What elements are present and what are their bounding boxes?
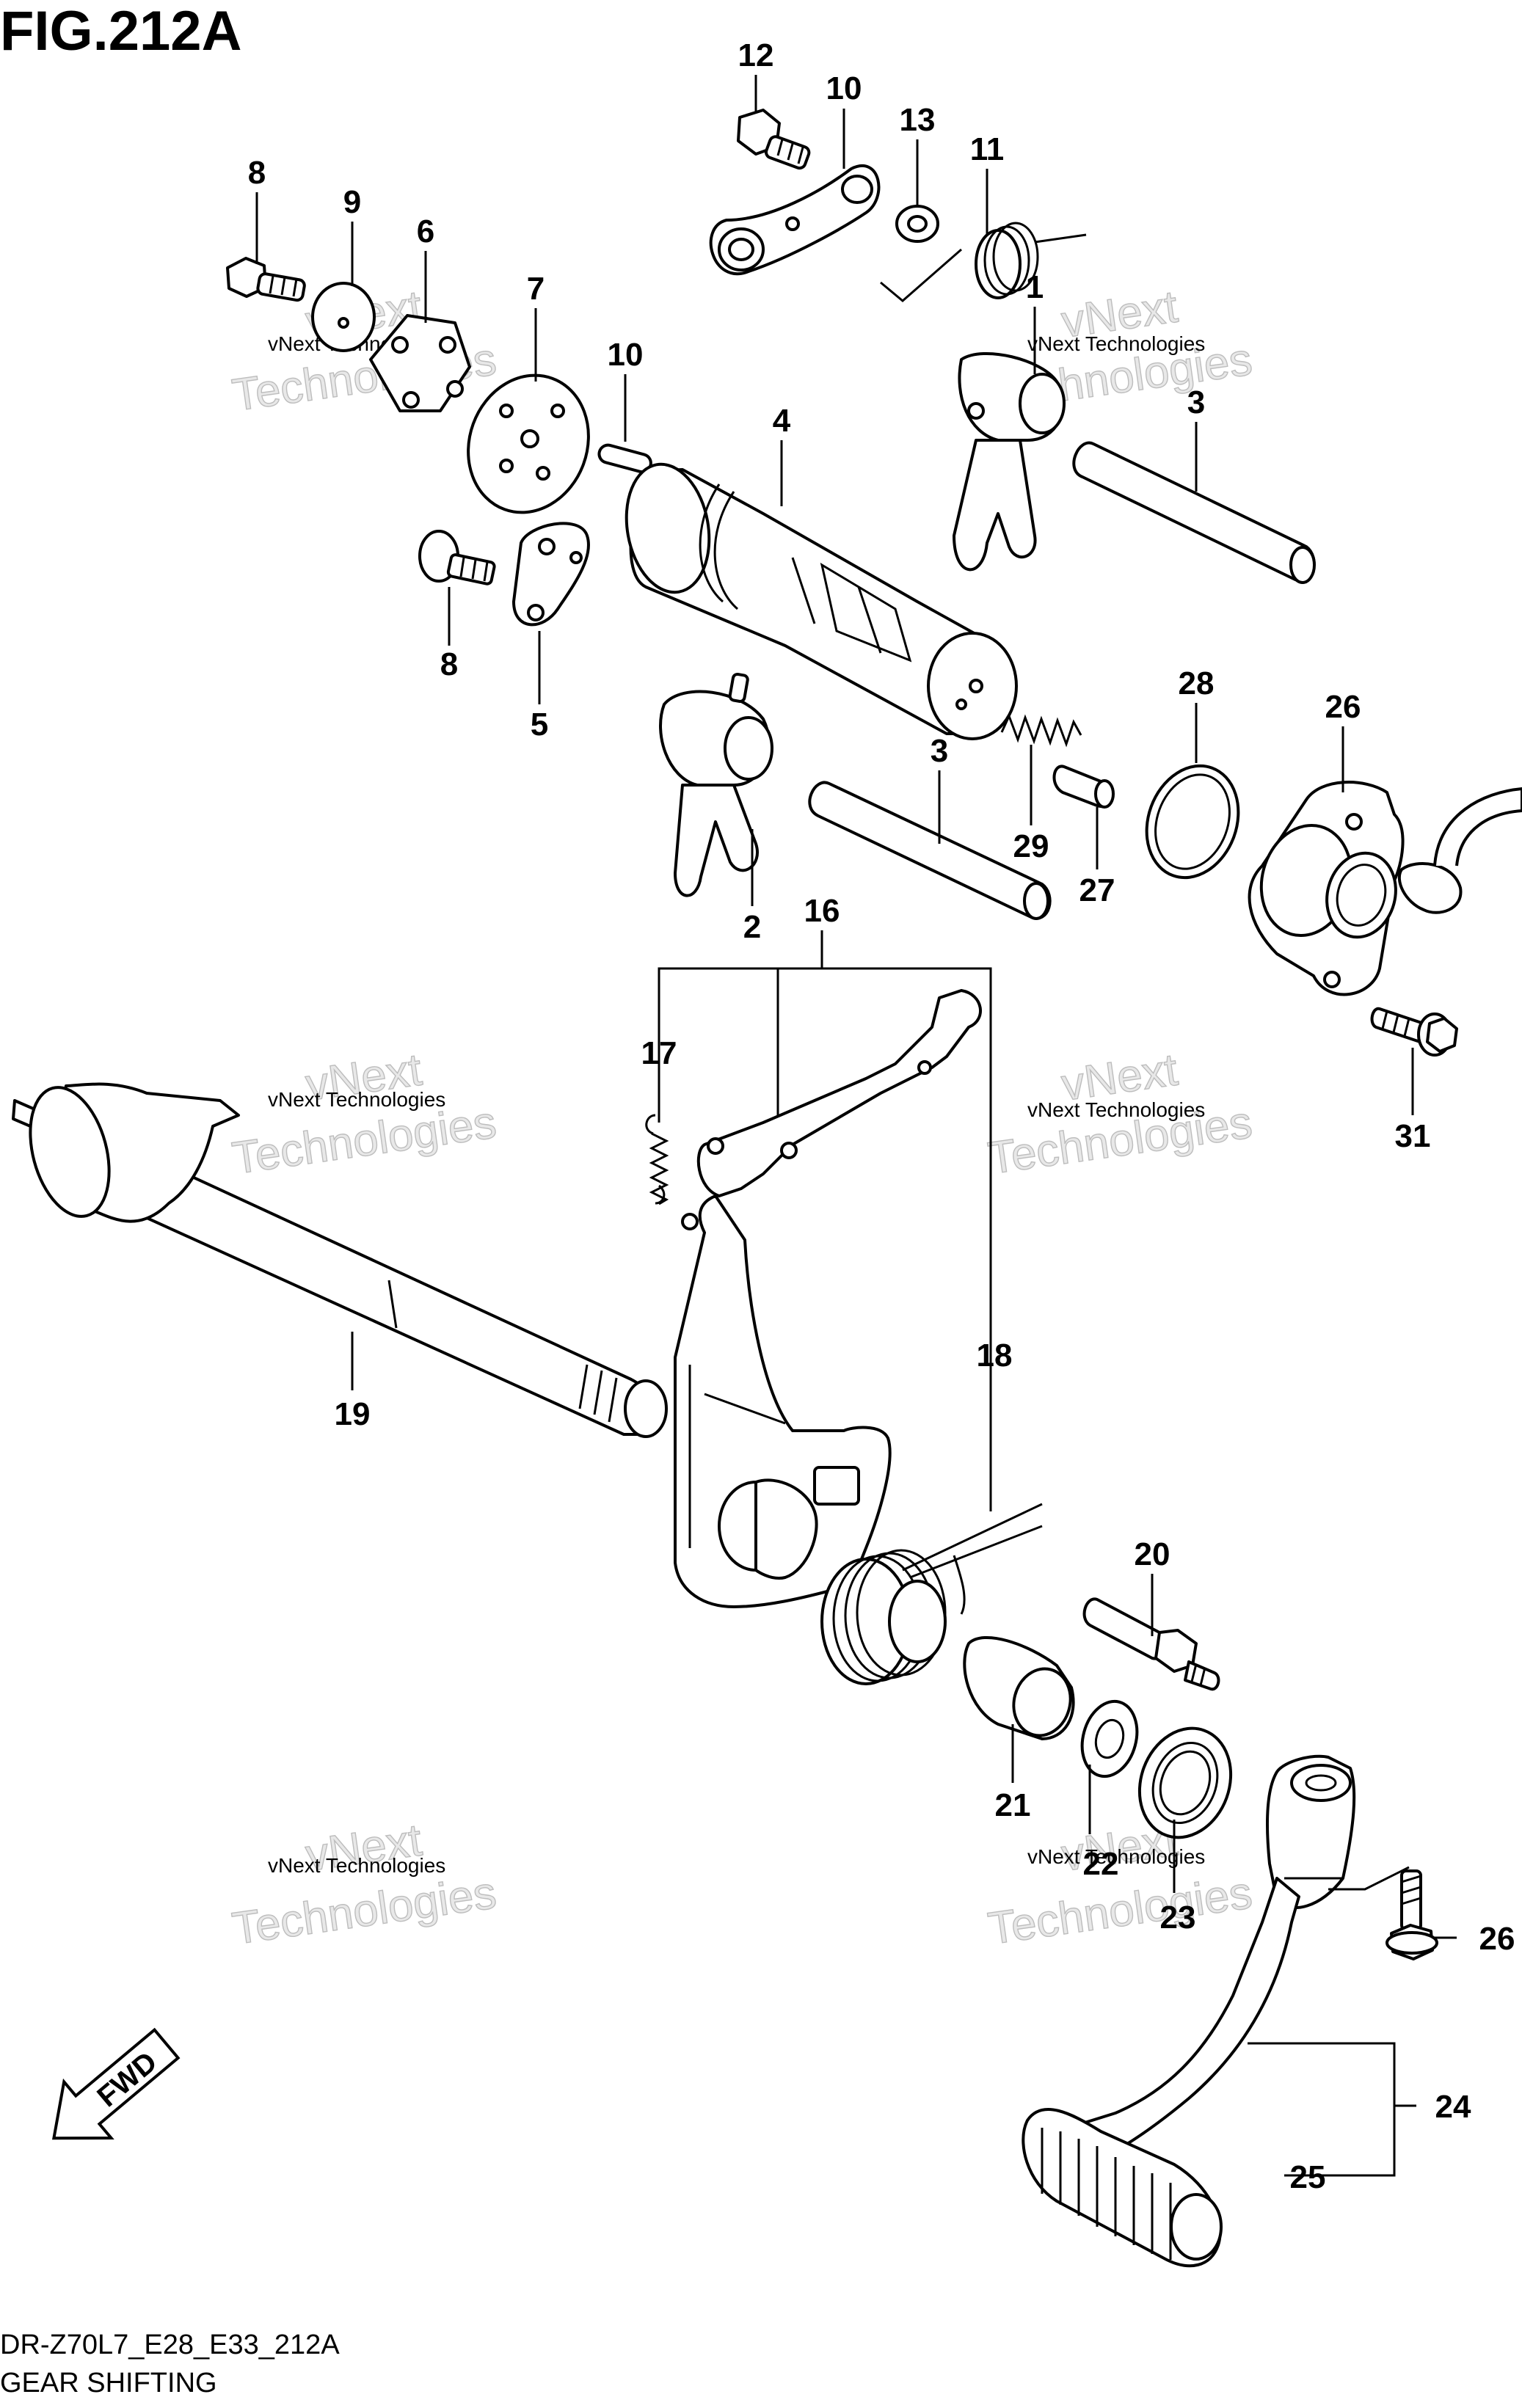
callout-13: 11 [970,131,1005,167]
part-stopper-plate-5 [512,522,590,627]
part-bolt-26 [1386,1869,1438,1960]
callout-21: 21 [995,1787,1031,1823]
watermark: Technologies vNext vNext Technologies [229,1044,500,1185]
watermark-small: vNext Technologies [268,1854,445,1877]
callout-26: 26 [1479,1921,1515,1957]
callout-1: 1 [1026,269,1044,305]
callout-5: 5 [531,707,548,743]
part-bolt-10 [226,257,306,302]
callout-25: 25 [1290,2159,1326,2195]
part-bolt-14 [737,109,811,170]
callout-12: 10 [826,70,862,106]
part-switch-27 [1248,781,1522,996]
callout-11: 9 [343,184,361,220]
part-spring-30 [1000,713,1082,748]
part-washer-15 [895,205,939,243]
callout-27: 26 [1325,689,1361,725]
part-shift-drum-4 [625,462,1018,740]
callout-28: 27 [1079,872,1115,908]
part-fork-shaft-3b [808,781,1052,920]
callout-19: 19 [335,1396,371,1432]
part-shift-arm-16 [674,989,982,1608]
watermark-small: vNext Technologies [268,1088,445,1111]
callout-14: 12 [738,37,774,73]
part-star-plate-6 [369,314,471,412]
part-oil-seal-23 [1137,1726,1233,1839]
callout-16: 16 [804,893,840,929]
part-spring-13 [880,222,1087,302]
callout-22: 22 [1083,1846,1119,1882]
part-bolt-31 [1370,1007,1458,1057]
watermark: Technologies vNext vNext Technologies [985,1814,1256,1955]
watermark-small: vNext Technologies [1027,332,1205,355]
part-fork-shaft-3a [1072,441,1316,584]
watermark: Technologies vNext vNext Technologies [985,281,1256,422]
watermark-small: vNext Technologies [1027,1845,1205,1868]
callout-23: 23 [1160,1900,1196,1935]
part-screw-8 [418,530,496,585]
callout-30: 29 [1013,828,1049,864]
figure-caption: GEAR SHIFTING [0,2368,217,2398]
part-return-spring-18 [820,1503,1043,1685]
leader-lines [255,75,1457,2177]
callout-29: 28 [1179,665,1215,701]
part-bolt-20 [1082,1597,1220,1691]
part-washer-22 [1080,1699,1139,1778]
part-shift-fork-1 [953,352,1066,572]
callout-17: 17 [641,1035,677,1071]
callout-8: 8 [440,646,458,682]
callout-7: 7 [527,271,545,307]
callout-24: 24 [1435,2089,1471,2125]
watermark-small: vNext Technologies [1027,1098,1205,1121]
callout-18: 18 [977,1338,1013,1373]
part-shift-fork-2 [659,672,773,897]
callout-15: 13 [900,102,936,138]
callout-20: 20 [1135,1536,1170,1572]
model-code: DR-Z70L7_E28_E33_212A [0,2329,340,2360]
callout-6: 6 [417,214,434,249]
figure-title: FIG.212A [0,0,241,62]
part-gearshift-shaft-19 [12,1082,668,1438]
part-drawings [12,109,1522,2268]
watermark: Technologies vNext vNext Technologies [985,1044,1256,1185]
watermark: Technologies vNext vNext Technologies [229,1814,500,1955]
callout-9: 10 [608,337,644,373]
part-shift-arm-12 [709,164,881,275]
part-plunger-28 [1052,765,1115,809]
callout-31: 31 [1395,1118,1431,1154]
watermark-large: Technologies [229,1867,499,1955]
part-gearshift-lever-24 [1022,1754,1356,2268]
forward-arrow-icon: FWD [52,2027,181,2140]
watermark-large: Technologies [985,1867,1255,1955]
part-collar-21 [963,1636,1075,1740]
callout-10: 8 [248,155,266,191]
part-washer-11 [311,282,376,352]
part-o-ring-29 [1145,764,1240,880]
callout-2: 2 [743,909,761,945]
callout-3-upper: 3 [1187,384,1205,420]
part-cam-plate-7 [467,373,590,514]
callout-labels: 12 10 13 11 8 9 6 7 10 1 3 4 8 5 28 26 3… [248,37,1515,2195]
part-spring-17 [645,1114,669,1205]
callout-3-lower: 3 [931,733,948,769]
callout-4: 4 [773,403,791,439]
